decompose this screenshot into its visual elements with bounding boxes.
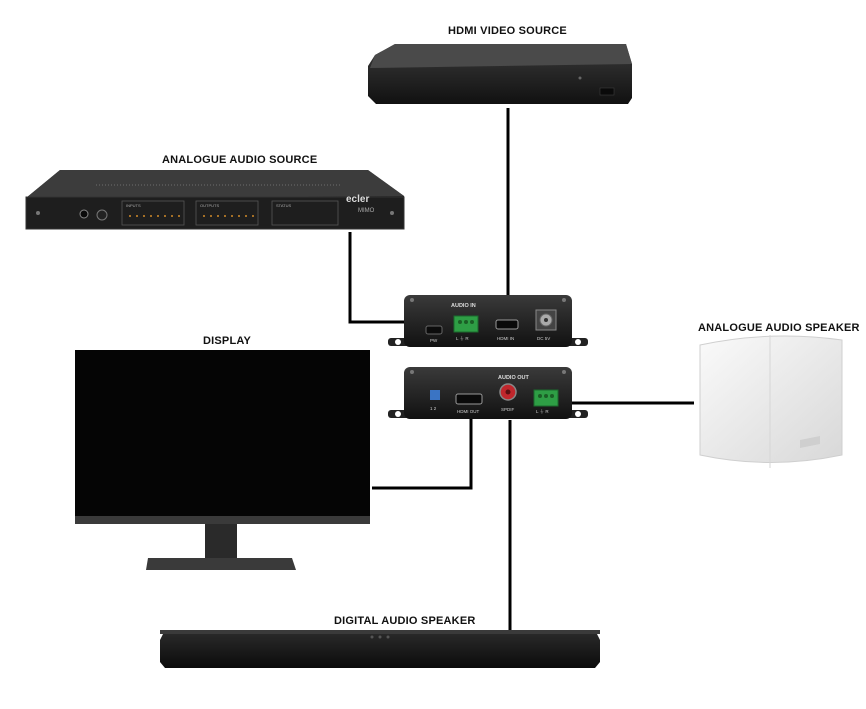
transmitter-pw-label: PW	[430, 338, 438, 343]
display-device	[75, 350, 370, 570]
cable-receiver-to-display	[372, 418, 473, 490]
receiver-device: AUDIO OUT 1 2 HDMI OUT SPDIF L ⏚ R	[388, 367, 588, 419]
cables	[348, 108, 694, 632]
digital-audio-speaker-label: DIGITAL AUDIO SPEAKER	[334, 615, 476, 627]
mixer-status-label: STATUS	[276, 203, 292, 208]
receiver-spdif-label: SPDIF	[501, 407, 515, 412]
hdmi-video-source-device	[368, 44, 632, 104]
mixer-inputs-label: INPUTS	[126, 203, 141, 208]
transmitter-dc-label: DC 5V	[537, 336, 550, 341]
receiver-audio-out-label: AUDIO OUT	[498, 375, 530, 381]
analogue-audio-source-device: INPUTS OUTPUTS STATUS ecler MIMO	[25, 170, 405, 230]
transmitter-audio-in-label: AUDIO IN	[451, 303, 476, 309]
transmitter-lr-label: L ⏚ R	[456, 335, 469, 341]
transmitter-device: AUDIO IN PW L ⏚ R HDMI IN DC 5V	[388, 295, 588, 347]
mixer-brand-logo: ecler	[346, 194, 369, 205]
mixer-model-label: MIMO	[358, 208, 375, 214]
receiver-lr-label: L ⏚ R	[536, 408, 549, 414]
analogue-audio-speaker-label: ANALOGUE AUDIO SPEAKER	[698, 322, 860, 334]
receiver-hdmi-out-label: HDMI OUT	[457, 409, 479, 414]
digital-audio-speaker-device	[160, 630, 600, 668]
analogue-audio-source-label: ANALOGUE AUDIO SOURCE	[162, 154, 318, 166]
hdmi-video-source-label: HDMI VIDEO SOURCE	[448, 25, 567, 37]
display-label: DISPLAY	[203, 335, 252, 347]
analogue-audio-speaker-device	[699, 335, 843, 468]
receiver-switch-label: 1 2	[430, 406, 437, 411]
mixer-outputs-label: OUTPUTS	[200, 203, 219, 208]
cable-analogue-source-to-transmitter	[348, 232, 413, 324]
transmitter-hdmi-in-label: HDMI IN	[497, 336, 514, 341]
